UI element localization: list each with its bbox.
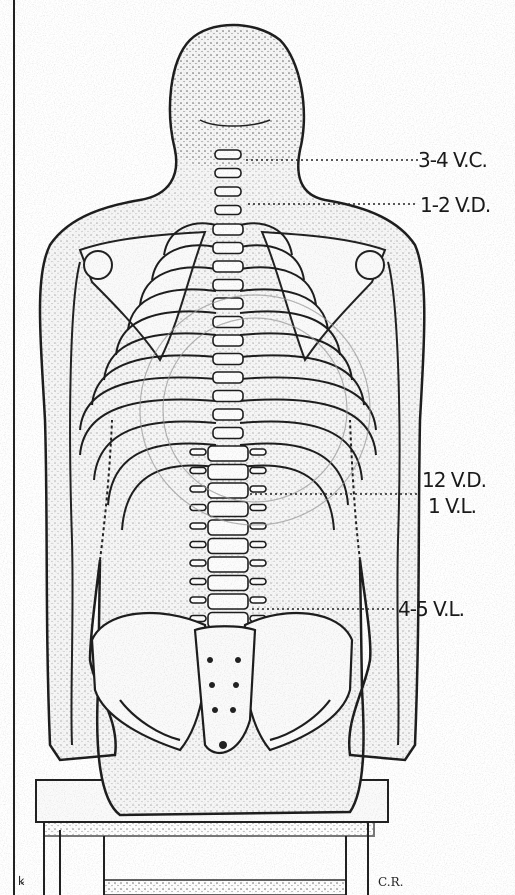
corner-mark-left: ꝃ	[18, 872, 24, 889]
corner-mark-right: C.R.	[378, 875, 403, 889]
label-lumbar-lower: 4-5 V.L.	[398, 598, 464, 620]
label-lumbar-first: 1 V.L.	[428, 495, 476, 517]
label-dorsal-lower: 12 V.D.	[422, 469, 486, 491]
label-dorsal-upper: 1-2 V.D.	[420, 194, 490, 216]
label-cervical: 3-4 V.C.	[418, 149, 487, 171]
